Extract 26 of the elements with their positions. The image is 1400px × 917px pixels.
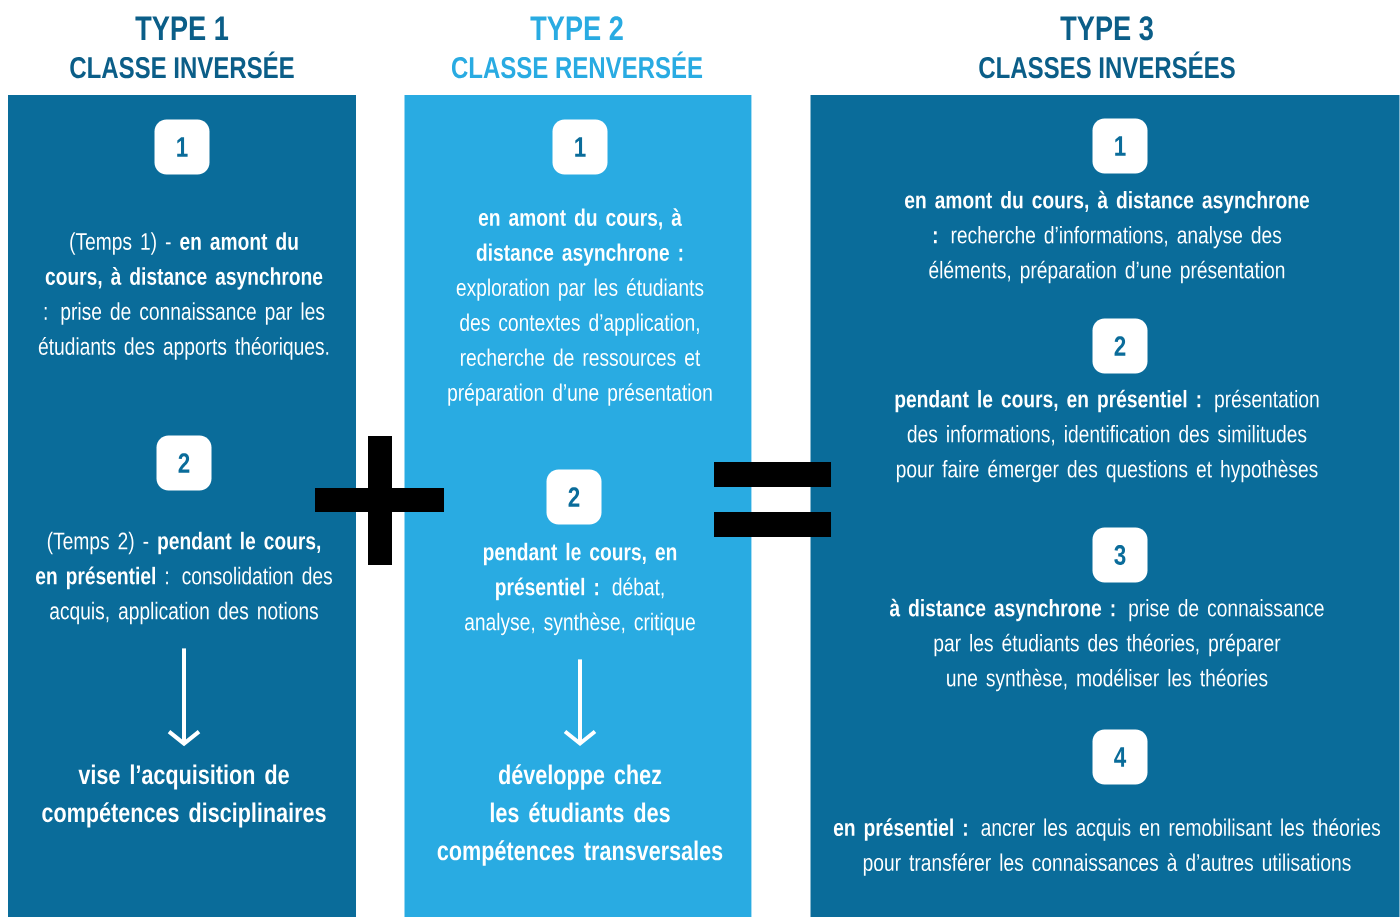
step-description: (Temps 1) - en amont du cours, à distance asynchrone : prise de connaissance par les étudiants des apports théoriques. [38, 232, 329, 360]
panel-title: TYPE 3 [1060, 16, 1153, 41]
step-number-badge: 2 [156, 435, 212, 491]
panel-title: CLASSE RENVERSÉE [451, 51, 703, 79]
step-description: pendant le cours, en présentiel : débat, analyse, synthèse, critique [465, 542, 695, 636]
panel-title: TYPE 2 [530, 16, 623, 40]
step-description: en amont du cours, à distance asynchrone : recherche d’informations, analyse des éléments, préparation d’une présentation [905, 190, 1310, 284]
arrow [563, 659, 597, 747]
outcome-text: vise l’acquisition de compétences disciplinaires [42, 764, 326, 828]
step-number-badge: 1 [552, 119, 608, 175]
step-number-badge: 1 [1092, 118, 1148, 174]
step-description: en amont du cours, à distance asynchrone : exploration par les étudiants des contextes d’application, recherche de ressources et préparation d’une présentation [448, 208, 712, 406]
step-number-badge: 1 [154, 119, 210, 175]
step-description: en présentiel : ancrer les acquis en remobilisant les théories pour transférer les connaissances à d’autres utilisations [833, 818, 1381, 876]
step-number-badge: 4 [1092, 729, 1148, 785]
outcome-text: développe chez les étudiants des compétences transversales [437, 764, 723, 866]
step-number-badge: 2 [1092, 318, 1148, 374]
panel-title: TYPE 1 [135, 16, 229, 40]
step-number-badge: 3 [1092, 527, 1148, 583]
arrow [167, 648, 201, 747]
step-description: à distance asynchrone : prise de connaissance par les étudiants des théories, préparer une synthèse, modéliser les théories [889, 598, 1324, 692]
step-description: pendant le cours, en présentiel : présentation des informations, identification des similitudes pour faire émerger des questions et hypothèses [895, 389, 1319, 483]
step-description: (Temps 2) - pendant le cours, en présentiel : consolidation des acquis, application des notions [36, 531, 332, 625]
panel-title: CLASSES INVERSÉES [979, 51, 1235, 79]
step-number-badge: 2 [546, 469, 602, 525]
panel-title: CLASSE INVERSÉE [70, 51, 294, 79]
